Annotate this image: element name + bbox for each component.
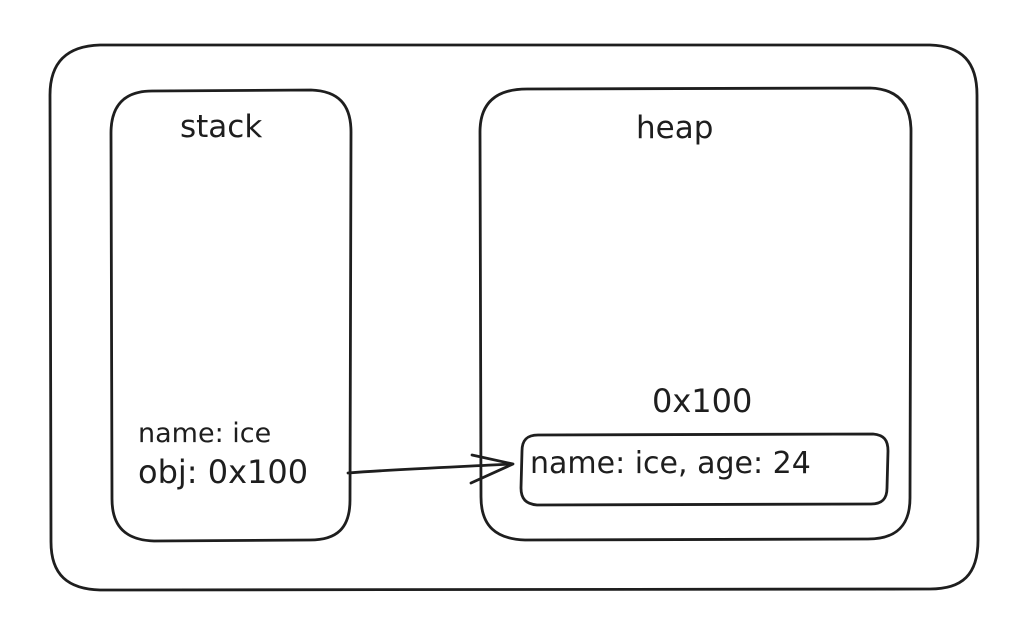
pointer-arrowhead [469, 453, 515, 485]
heap-box [478, 86, 913, 542]
heap-title: heap [636, 110, 714, 146]
heap-object-text: name: ice, age: 24 [530, 446, 811, 481]
stack-var-obj: obj: 0x100 [138, 453, 309, 491]
pointer-arrow [346, 462, 514, 475]
stack-var-name: name: ice [138, 418, 272, 449]
outer-frame [48, 42, 980, 592]
heap-address-label: 0x100 [652, 382, 753, 420]
stack-box [109, 88, 353, 543]
stack-title: stack [180, 109, 263, 145]
heap-object-box [519, 432, 890, 507]
